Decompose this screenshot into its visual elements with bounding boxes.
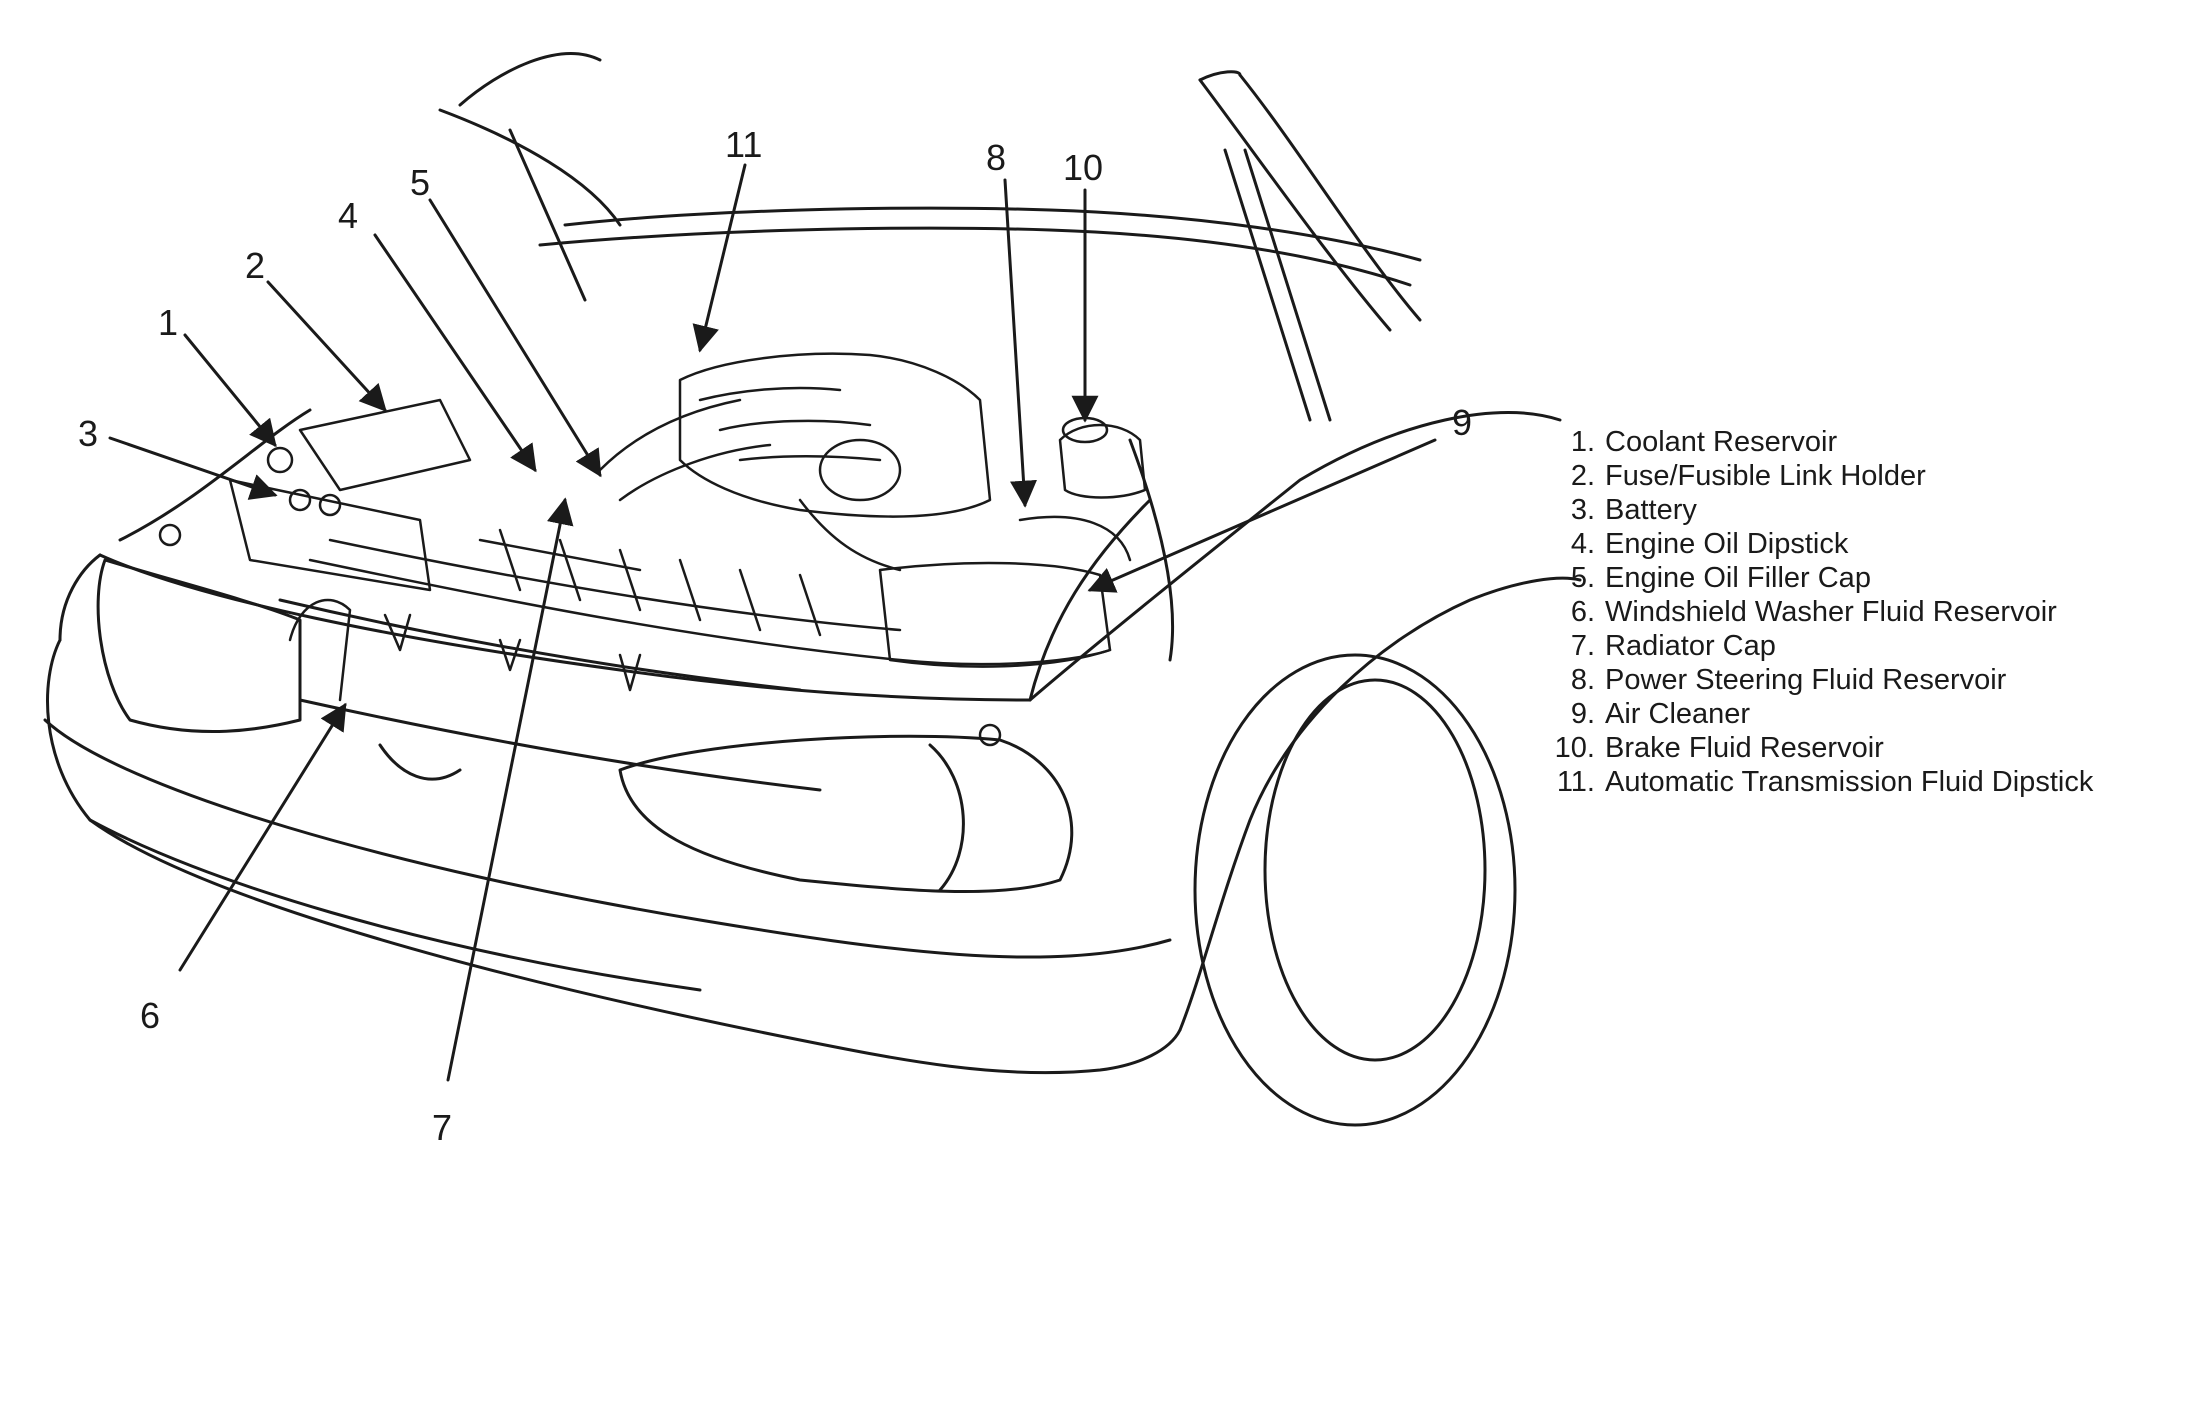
legend-item: 9. Air Cleaner [1545, 697, 2093, 731]
leader-7 [446, 497, 574, 1082]
legend-number: 4. [1570, 528, 1595, 560]
callout-number: 9 [1452, 402, 1472, 443]
component-legend: 1. Coolant Reservoir 2. Fuse/Fusible Link … [1545, 425, 2094, 799]
legend-item: 6. Windshield Washer Fluid Reservoir [1545, 595, 2093, 629]
legend-label: Power Steering Fluid Reservoir [1605, 664, 2007, 696]
leader-9 [1087, 438, 1437, 593]
legend-label: Battery [1605, 494, 1697, 526]
callout-number: 5 [410, 162, 430, 203]
callout-number: 3 [78, 413, 98, 454]
leader-11 [692, 163, 747, 353]
callout-number: 2 [245, 245, 265, 286]
leader-6 [178, 702, 347, 972]
callout-number: 1 [158, 302, 178, 343]
legend-label: Fuse/Fusible Link Holder [1605, 460, 1926, 492]
callout-number: 8 [986, 137, 1006, 178]
legend-number: 3. [1570, 494, 1595, 526]
legend-number: 9. [1570, 698, 1595, 730]
leader-2 [266, 280, 387, 412]
leader-4 [373, 233, 537, 473]
legend-item: 8. Power Steering Fluid Reservoir [1545, 663, 2093, 697]
leader-5 [428, 198, 602, 478]
callout-number: 11 [725, 124, 762, 165]
car-body [43, 52, 1582, 1127]
legend-label: Brake Fluid Reservoir [1605, 732, 1884, 764]
callout-number: 4 [338, 195, 358, 236]
legend-item: 10. Brake Fluid Reservoir [1545, 731, 2093, 765]
legend-number: 6. [1570, 596, 1595, 628]
legend-label: Windshield Washer Fluid Reservoir [1605, 596, 2057, 628]
engine-components [158, 352, 1147, 747]
legend-number: 11. [1556, 766, 1595, 798]
legend-number: 8. [1570, 664, 1595, 696]
callout-numbers: 1 2 3 4 5 6 7 8 9 10 11 [78, 124, 1472, 1148]
legend-number: 2. [1570, 460, 1595, 492]
legend-item: 11. Automatic Transmission Fluid Dipstick [1545, 765, 2094, 799]
legend-item: 5. Engine Oil Filler Cap [1545, 561, 2093, 595]
legend-item: 1. Coolant Reservoir [1545, 425, 2093, 459]
legend-item: 3. Battery [1545, 493, 2093, 527]
legend-number: 10. [1554, 732, 1595, 764]
leader-8 [1003, 178, 1037, 508]
legend-item: 2. Fuse/Fusible Link Holder [1545, 459, 2093, 493]
callout-number: 6 [140, 995, 160, 1036]
leader-3 [108, 436, 278, 500]
callout-number: 7 [432, 1107, 452, 1148]
legend-label: Engine Oil Dipstick [1605, 528, 1849, 560]
legend-item: 4. Engine Oil Dipstick [1545, 527, 2093, 561]
legend-label: Automatic Transmission Fluid Dipstick [1605, 766, 2094, 798]
callout-leaders [108, 163, 1437, 1082]
callout-number: 10 [1063, 147, 1103, 188]
legend-item: 7. Radiator Cap [1545, 629, 2093, 663]
legend-label: Coolant Reservoir [1605, 426, 1838, 458]
legend-number: 7. [1570, 630, 1595, 662]
legend-number: 1. [1570, 426, 1595, 458]
legend-label: Air Cleaner [1605, 698, 1751, 730]
legend-number: 5. [1570, 562, 1595, 594]
leader-1 [183, 333, 277, 448]
legend-label: Radiator Cap [1605, 630, 1776, 662]
legend-label: Engine Oil Filler Cap [1605, 562, 1871, 594]
